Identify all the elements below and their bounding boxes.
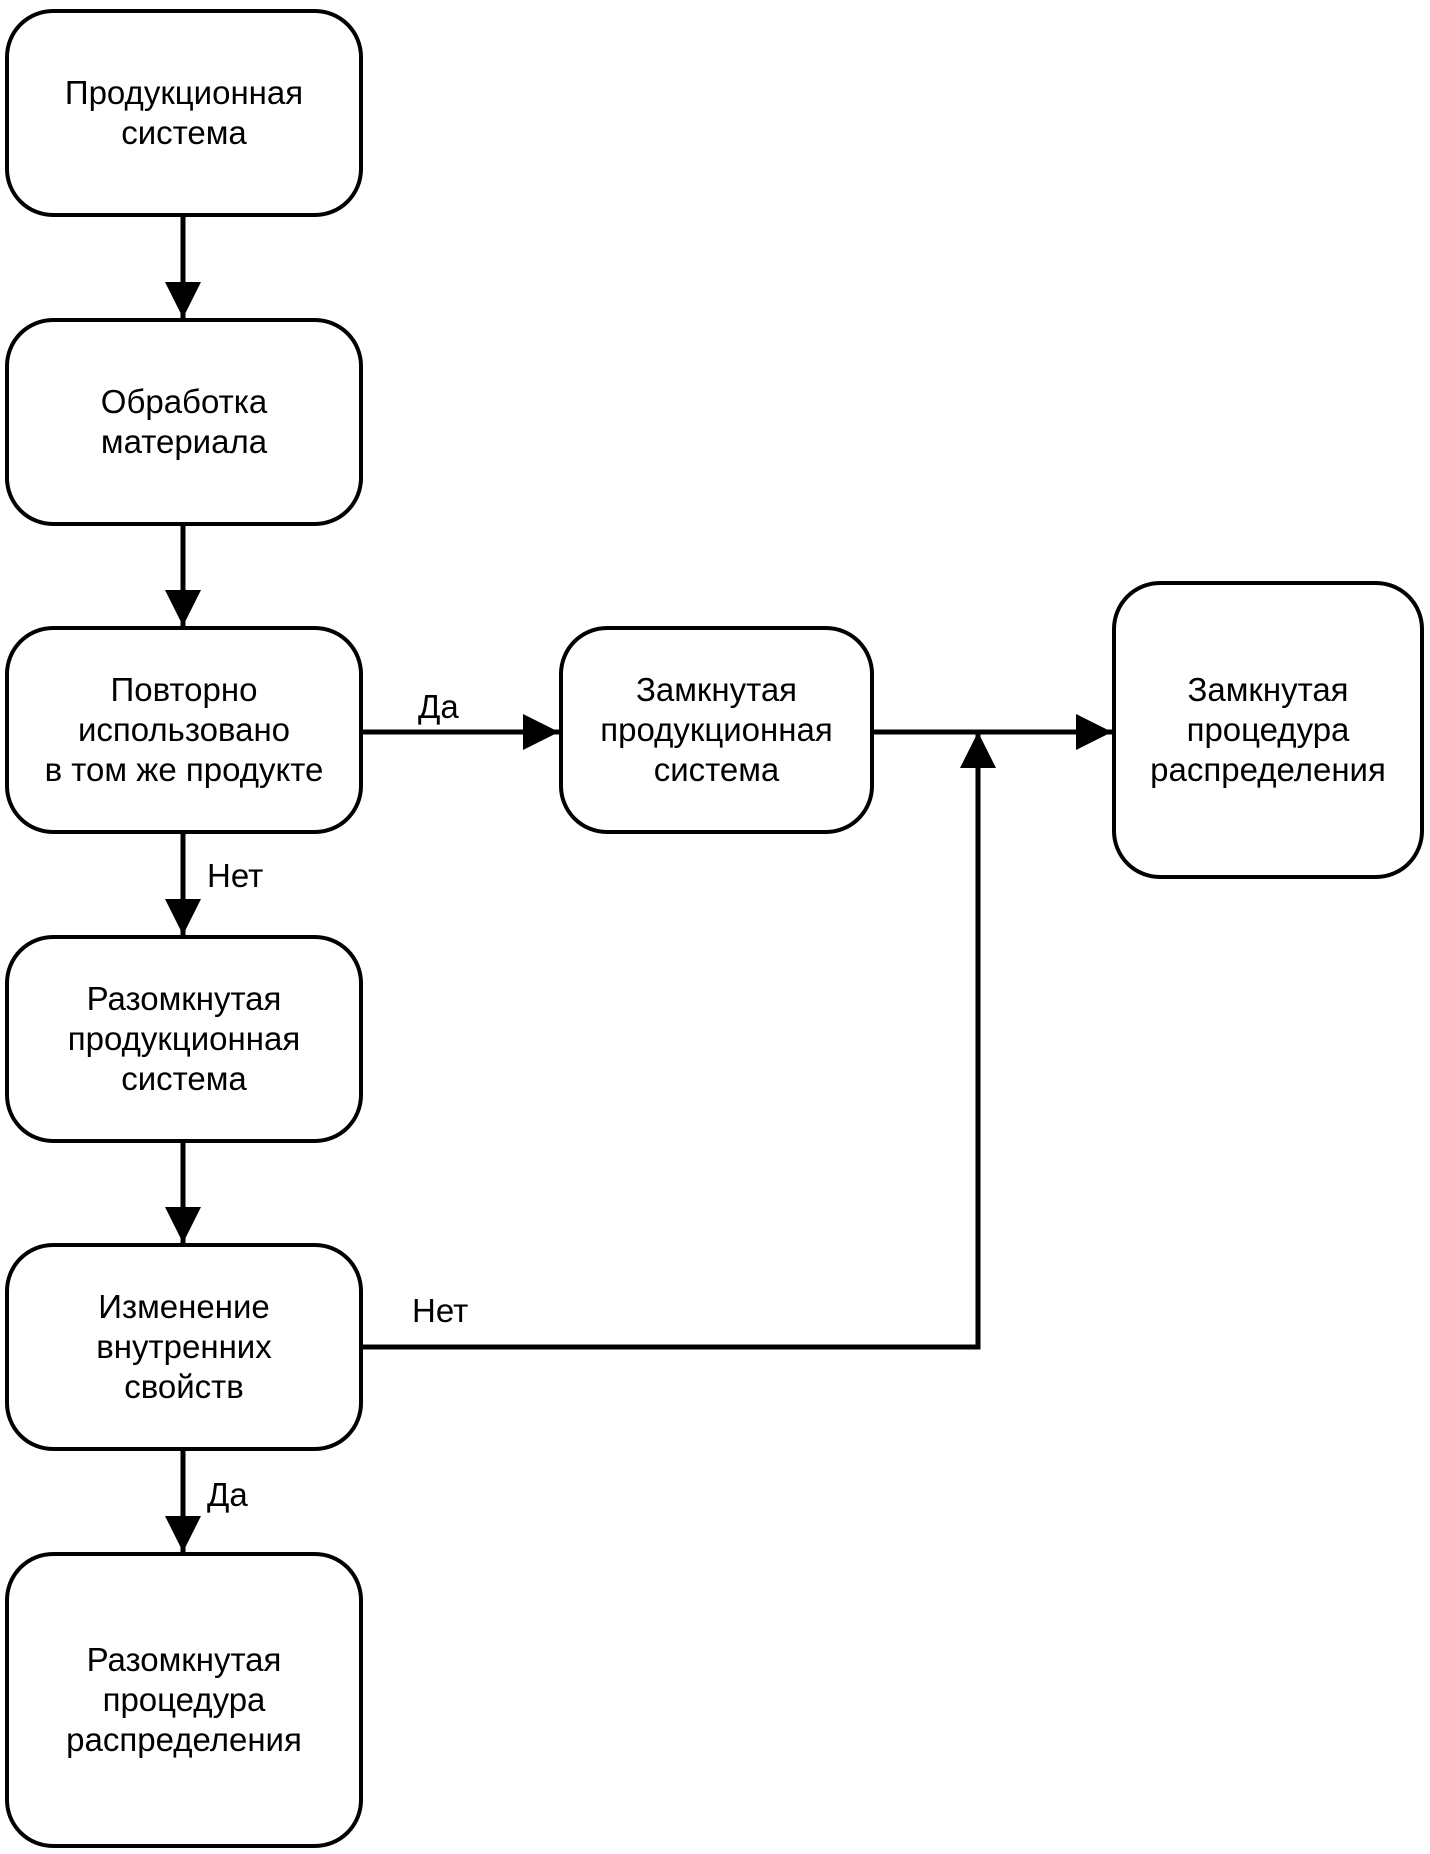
node-open-production-system: Разомкнутая продукционная система	[5, 935, 363, 1143]
node-material-processing: Обработка материала	[5, 318, 363, 526]
edge-label-reuse-no: Нет	[207, 857, 264, 894]
node-reused-same-product: Повторно использовано в том же продукте	[5, 626, 363, 834]
node-closed-distribution-procedure-label: Замкнутая процедура распределения	[1150, 671, 1386, 788]
node-open-distribution-procedure-label: Разомкнутая процедура распределения	[66, 1641, 302, 1758]
node-closed-production-system: Замкнутая продукционная система	[559, 626, 874, 834]
node-reused-same-product-label: Повторно использовано в том же продукте	[44, 671, 324, 788]
node-closed-production-system-label: Замкнутая продукционная система	[600, 671, 833, 788]
node-open-production-system-label: Разомкнутая продукционная система	[67, 980, 301, 1097]
arrow-change-to-closed-distribution	[360, 732, 996, 1350]
node-production-system-label: Продукционная система	[64, 74, 304, 151]
edge-label-change-no: Нет	[412, 1292, 469, 1329]
node-change-intrinsic-properties: Изменение внутренних свойств	[5, 1243, 363, 1451]
node-closed-distribution-procedure: Замкнутая процедура распределения	[1112, 581, 1424, 879]
node-open-distribution-procedure: Разомкнутая процедура распределения	[5, 1552, 363, 1848]
edge-label-reuse-yes: Да	[418, 688, 459, 725]
node-change-intrinsic-properties-label: Изменение внутренних свойств	[96, 1288, 272, 1405]
node-material-processing-label: Обработка материала	[100, 383, 268, 460]
node-production-system: Продукционная система	[5, 9, 363, 217]
edge-label-change-yes: Да	[207, 1476, 248, 1513]
